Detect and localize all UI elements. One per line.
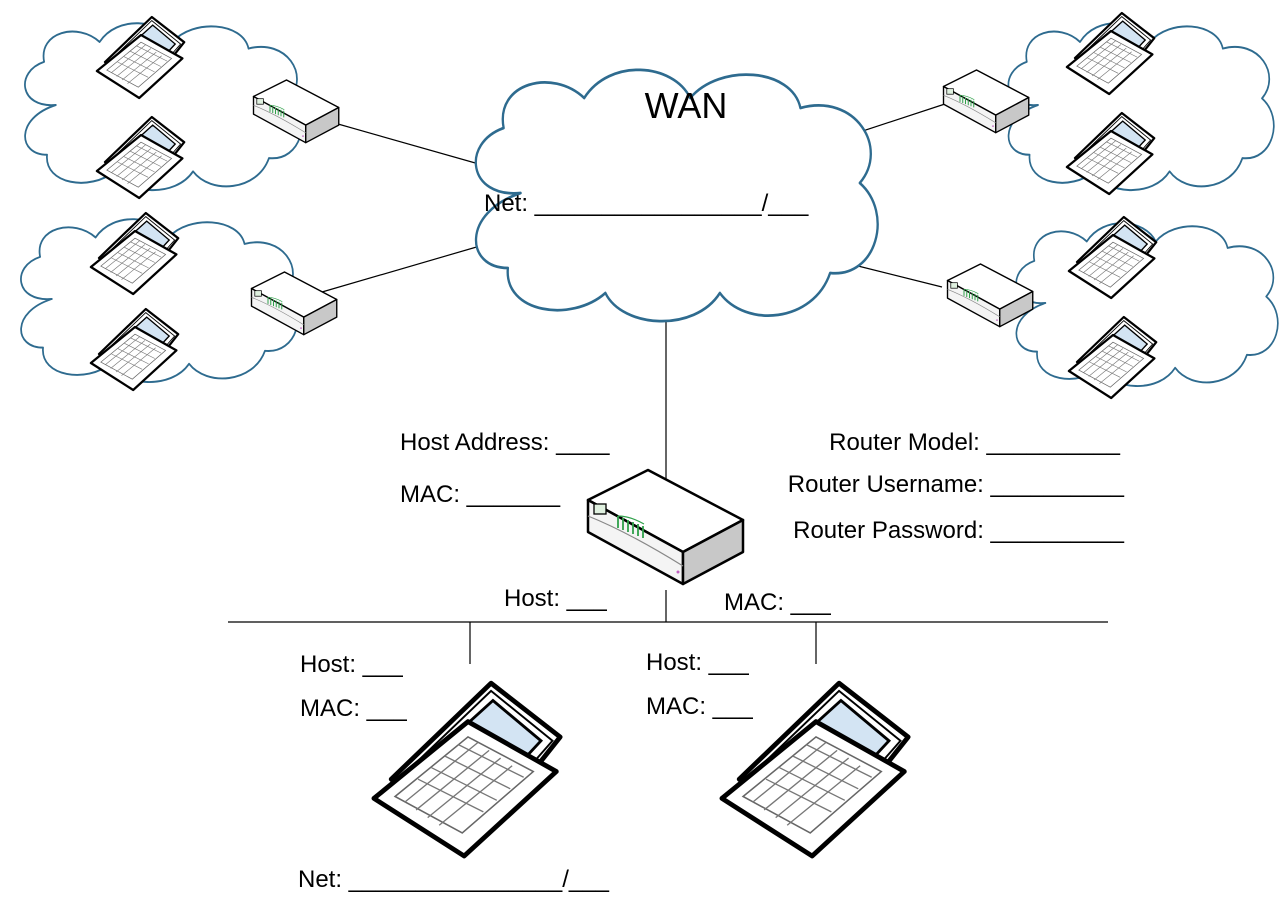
- router-lan-mac-label: MAC: ___: [724, 589, 831, 616]
- lan-net-label: Net: ________________/___: [298, 866, 610, 893]
- wire-router-ul-wan: [337, 123, 501, 171]
- wan-title: WAN: [645, 85, 728, 126]
- remote-lan-upper-left: [23, 15, 340, 200]
- main-router-labels: Host Address: ____ MAC: _______ Router M…: [400, 429, 1125, 616]
- main-router: [586, 468, 745, 586]
- router-icon: [586, 468, 745, 586]
- wire-router-lr-wan: [857, 265, 943, 288]
- remote-lan-lower-right: [946, 215, 1279, 400]
- left-laptop-host-label: Host: ___: [300, 651, 403, 678]
- right-laptop-host-label: Host: ___: [646, 649, 749, 676]
- remote-lan-upper-right: [942, 11, 1275, 196]
- remote-lan-lower-left: [19, 211, 338, 392]
- router-username-label: Router Username: __________: [788, 471, 1125, 498]
- wan-cloud: WAN Net: _________________/___: [474, 68, 880, 323]
- router-model-label: Router Model: __________: [829, 429, 1121, 456]
- lan-left-laptop: Host: ___ MAC: ___: [300, 651, 560, 856]
- right-laptop-mac-label: MAC: ___: [646, 693, 753, 720]
- wan-net-label: Net: _________________/___: [484, 190, 809, 217]
- lan-right-laptop: Host: ___ MAC: ___: [646, 649, 908, 856]
- router-password-label: Router Password: __________: [793, 517, 1125, 544]
- router-lan-host-label: Host: ___: [504, 585, 607, 612]
- left-laptop-mac-label: MAC: ___: [300, 695, 407, 722]
- host-address-label: Host Address: ____: [400, 429, 610, 456]
- router-wan-mac-label: MAC: _______: [400, 481, 561, 508]
- wire-router-ll-wan: [321, 245, 481, 293]
- wires: [228, 102, 1108, 664]
